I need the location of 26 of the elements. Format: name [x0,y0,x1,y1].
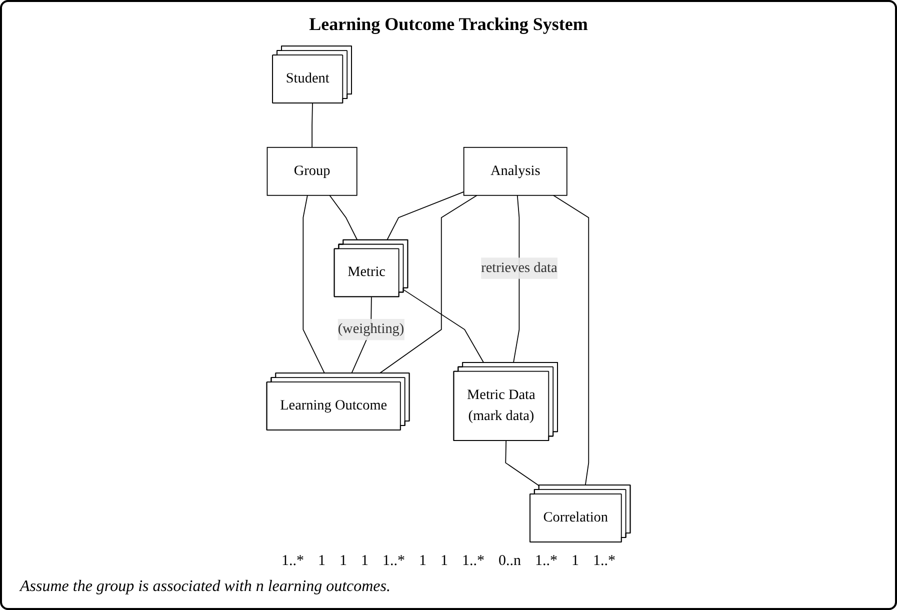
multiplicity-label: 1..* [382,553,405,570]
caption: Assume the group is associated with n learning outcomes. [20,578,390,596]
edge-label: retrieves data [481,260,558,276]
connector [386,191,464,241]
multiplicity-label: 1..* [462,553,484,570]
multiplicity-label: 1 [318,553,326,570]
multiplicity-label: 1..* [282,553,304,570]
multiplicity-label: 1 [440,553,448,570]
connector [329,194,358,241]
connector [302,194,326,374]
connector [403,289,484,364]
multiplicity-label: 1 [361,553,368,570]
connector [505,440,540,486]
multiplicity-label: 1..* [535,553,558,570]
multiplicity-label: 1 [340,553,347,570]
multiplicity-label: 1 [419,553,426,570]
multiplicity-label: 1 [572,553,579,570]
diagram-title: Learning Outcome Tracking System [309,14,588,35]
connector [378,194,478,374]
edge-label: (weighting) [338,322,404,337]
multiplicity-label: 1..* [593,553,616,570]
connector [312,102,313,148]
node-box: Group [266,146,358,196]
multiplicity-label: 0..n [498,553,521,570]
node-box: Analysis [463,146,568,196]
connector [552,194,590,486]
